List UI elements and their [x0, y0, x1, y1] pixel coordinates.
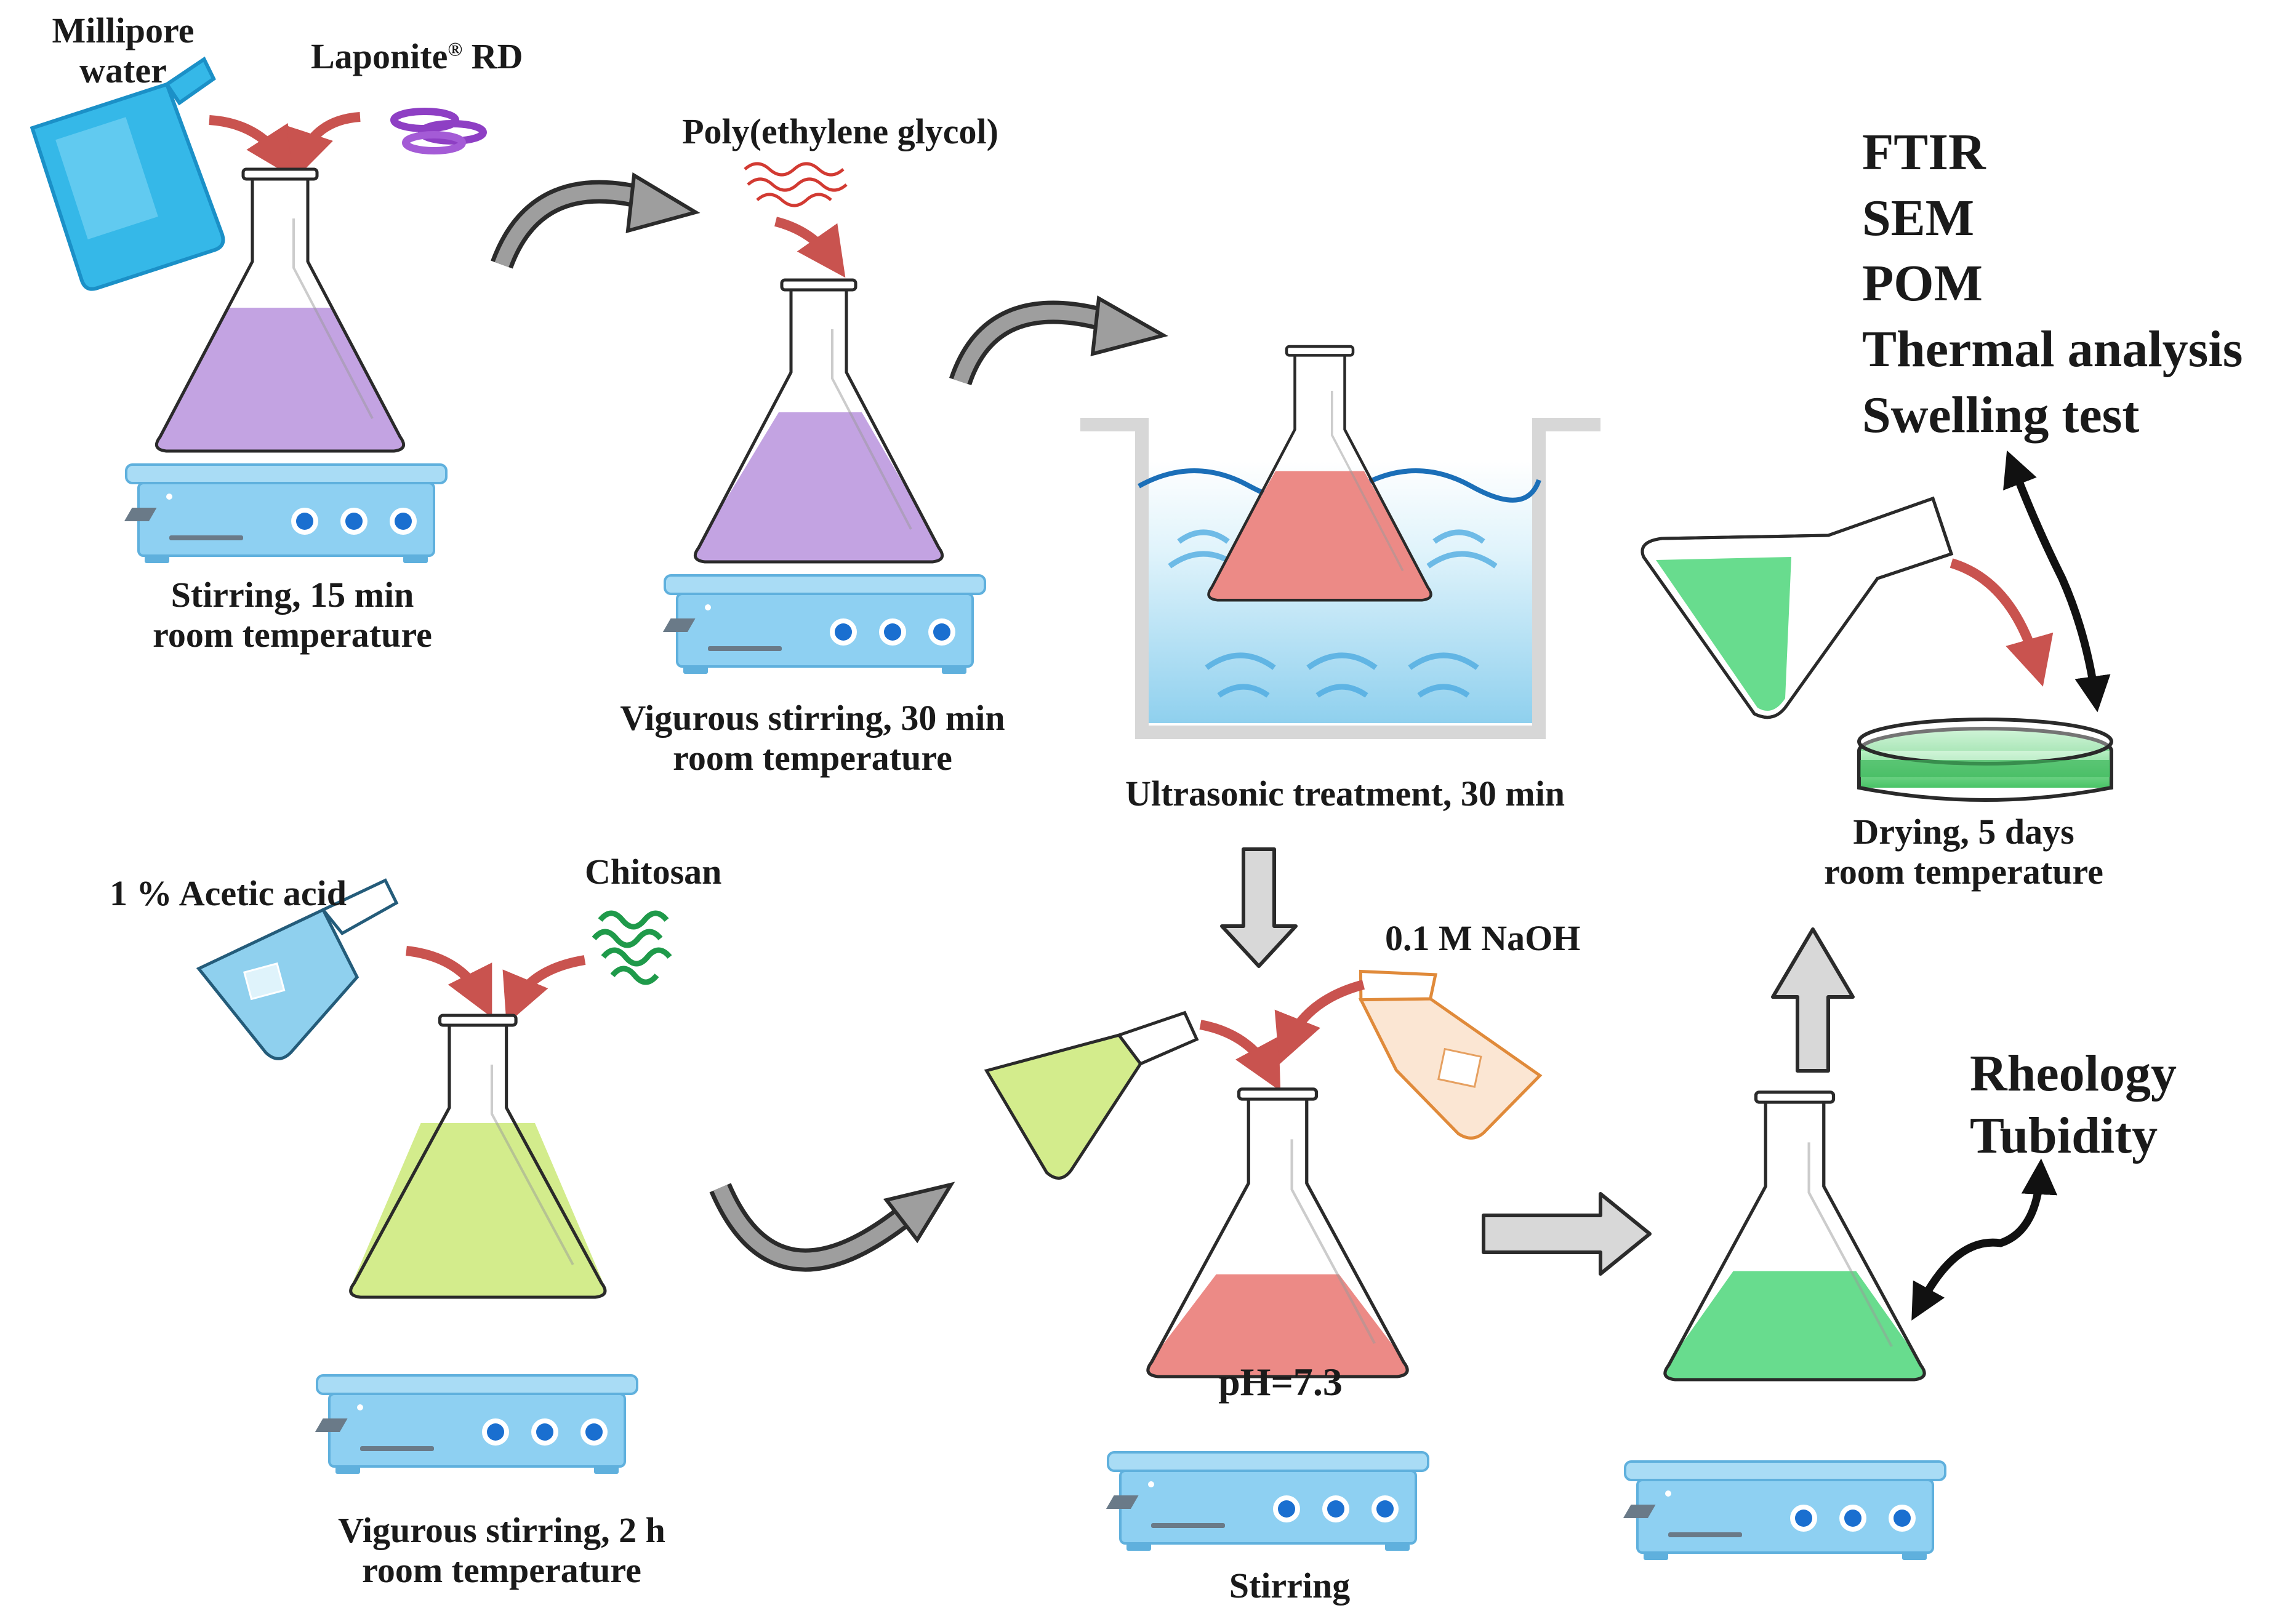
step-4-line-2: room temperature	[362, 1550, 641, 1590]
laponite-label: Laponite® RD	[311, 36, 523, 77]
stirrer-4-icon	[313, 1374, 638, 1475]
step-6-caption: Drying, 5 days room temperature	[1754, 812, 2173, 892]
up-block-arrow-icon	[1771, 927, 1855, 1073]
stirrer-6-icon	[1621, 1460, 1946, 1561]
step-6-line-1: Drying, 5 days	[1853, 812, 2074, 852]
chitosan-chain-icon	[592, 910, 672, 985]
millipore-water-line-2: water	[79, 50, 167, 90]
ph-label: pH=7.3	[1218, 1360, 1343, 1404]
sem-label: SEM	[1862, 189, 1975, 247]
solution-characterization-list: Rheology Tubidity	[1970, 1043, 2177, 1167]
step-1-line-2: room temperature	[153, 614, 432, 655]
drying-pour-flask-icon	[1641, 496, 1954, 719]
step-3-caption: Ultrasonic treatment, 30 min	[1125, 774, 1565, 814]
stirrer-5-icon	[1104, 1451, 1429, 1552]
step-6-line-2: room temperature	[1824, 851, 2103, 892]
chitosan-label: Chitosan	[585, 852, 722, 892]
curved-arrow-1-icon	[491, 172, 701, 269]
laponite-registered-mark: ®	[448, 38, 463, 60]
flask-2-icon	[694, 280, 943, 562]
add-naoh-arrow	[1274, 980, 1365, 1065]
stirrer-2-icon	[661, 574, 986, 675]
peg-chain-icon	[744, 162, 848, 207]
add-water-arrow	[209, 115, 294, 178]
right-block-arrow-icon	[1482, 1192, 1652, 1276]
step-2-line-1: Vigurous stirring, 30 min	[620, 698, 1005, 738]
naoh-label: 0.1 M NaOH	[1385, 918, 1581, 958]
peg-label: Poly(ethylene glycol)	[682, 111, 998, 151]
flask-1-icon	[156, 169, 404, 451]
step-1-caption: Stirring, 15 min room temperature	[92, 575, 492, 655]
curved-arrow-3-icon	[709, 1182, 955, 1272]
rheology-double-arrow-icon	[1911, 1158, 2058, 1321]
add-chitosan-arrow	[502, 955, 586, 1025]
dry-characterization-list: FTIR SEM POM Thermal analysis Swelling t…	[1862, 120, 2243, 448]
laponite-name: Laponite	[311, 36, 448, 76]
step-1-line-1: Stirring, 15 min	[171, 575, 414, 615]
flask-5-icon	[1147, 1089, 1408, 1377]
tubidity-label: Tubidity	[1970, 1106, 2158, 1164]
flask-6-icon	[1665, 1092, 1926, 1380]
add-acetic-acid-arrow	[406, 946, 492, 1018]
acetic-acid-flask-icon	[196, 878, 399, 1060]
acetic-acid-label: 1 % Acetic acid	[110, 873, 347, 913]
naoh-flask-icon	[1358, 969, 1543, 1140]
water-beaker-icon	[30, 56, 225, 291]
step-4-caption: Vigurous stirring, 2 h room temperature	[268, 1510, 736, 1591]
millipore-water-label: Millipore water	[18, 10, 228, 91]
chitosan-solution-pour-flask-icon	[984, 1010, 1199, 1180]
petri-dish-icon	[1857, 718, 2113, 802]
step-5-caption: Stirring	[1229, 1566, 1351, 1606]
laponite-grade: RD	[462, 36, 523, 76]
thermal-analysis-label: Thermal analysis	[1862, 321, 2243, 378]
swelling-test-label: Swelling test	[1862, 386, 2140, 444]
flask-3-icon	[1208, 346, 1431, 600]
pour-to-dish-arrow	[1950, 558, 2054, 687]
step-2-caption: Vigurous stirring, 30 min room temperatu…	[576, 698, 1050, 778]
step-2-line-2: room temperature	[673, 737, 952, 778]
add-chitosan-solution-arrow	[1199, 1020, 1281, 1092]
stirrer-1-icon	[122, 463, 448, 564]
rheology-label: Rheology	[1970, 1045, 2177, 1102]
pom-label: POM	[1862, 255, 1983, 313]
millipore-water-line-1: Millipore	[52, 10, 195, 50]
flask-4-icon	[350, 1015, 606, 1297]
ftir-label: FTIR	[1862, 124, 1986, 181]
laponite-discs-icon	[390, 108, 487, 154]
characterization-double-arrow-icon	[2003, 450, 2111, 713]
curved-arrow-2-icon	[949, 295, 1168, 386]
down-block-arrow-icon	[1220, 847, 1298, 968]
add-peg-arrow	[774, 217, 846, 278]
add-laponite-arrow	[286, 112, 361, 180]
step-4-line-1: Vigurous stirring, 2 h	[338, 1510, 665, 1550]
